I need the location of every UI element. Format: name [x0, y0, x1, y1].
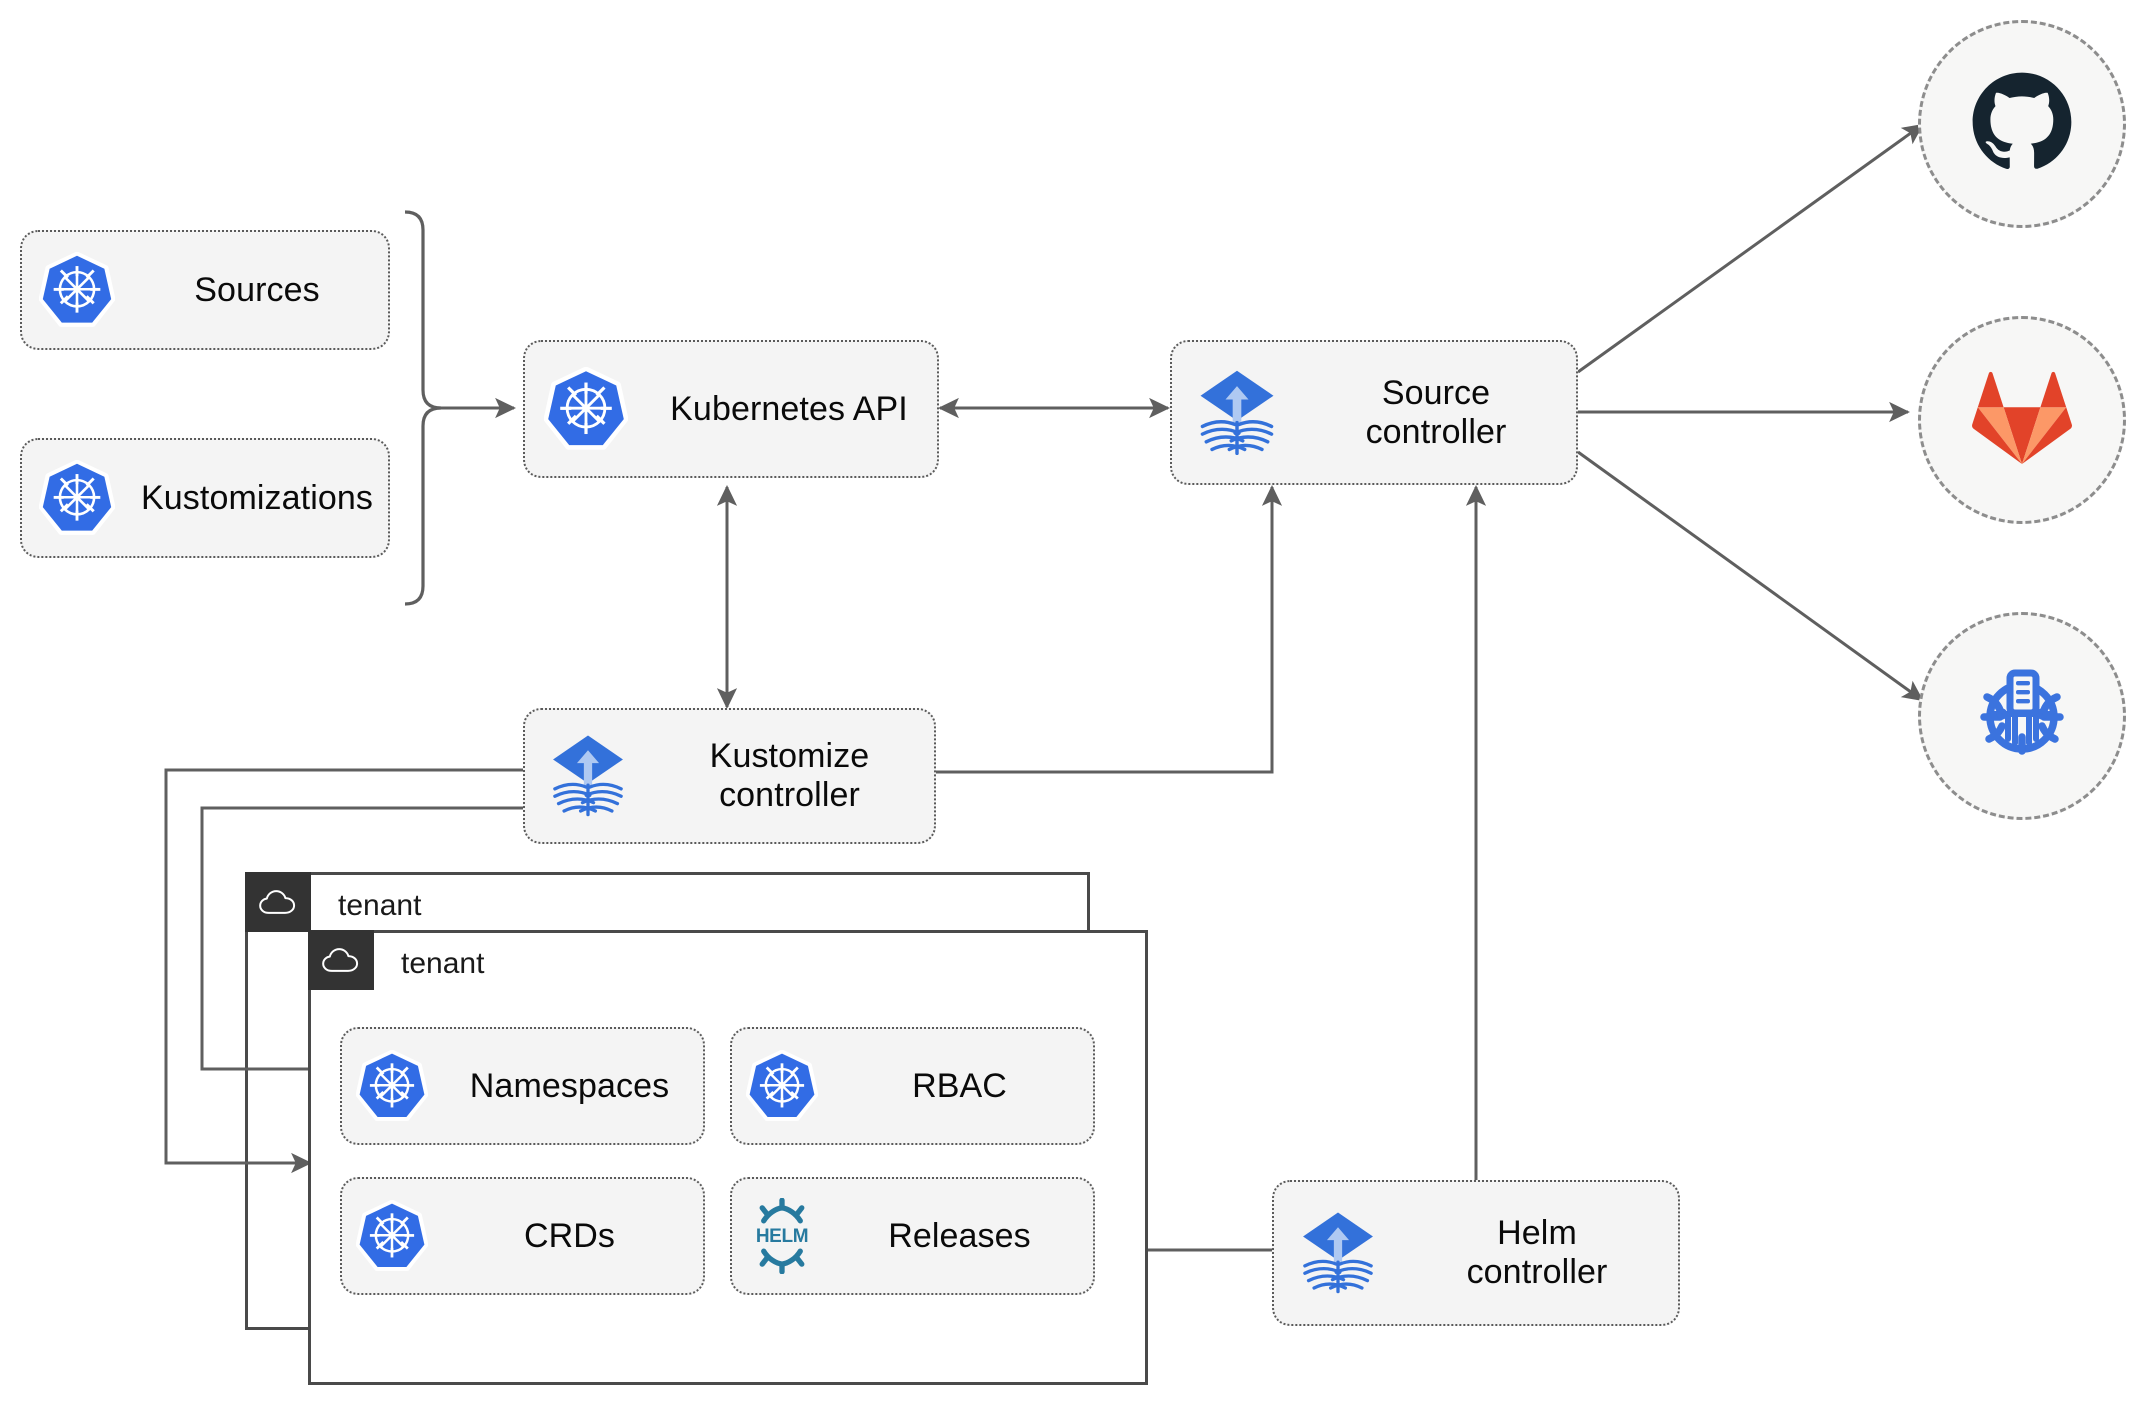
kubernetes-icon	[342, 1050, 442, 1122]
github-icon	[1970, 70, 2074, 179]
helm-repository-icon	[1967, 659, 2077, 774]
provider-gitlab[interactable]	[1918, 316, 2126, 524]
flux-icon	[1172, 365, 1302, 461]
cloud-icon	[245, 872, 311, 932]
tenant-resource-namespaces[interactable]: Namespaces	[340, 1027, 705, 1145]
provider-github[interactable]	[1918, 20, 2126, 228]
resource-node-sources[interactable]: Sources	[20, 230, 390, 350]
helm-controller-label: Helm controller	[1466, 1214, 1608, 1291]
kubernetes-icon	[22, 460, 132, 536]
tenant-resource-label-releases: Releases	[888, 1216, 1031, 1255]
kubernetes-icon	[342, 1200, 442, 1272]
kubernetes-api-node[interactable]: Kubernetes API	[523, 340, 939, 478]
flux-icon	[525, 730, 651, 822]
tenant-resource-crds[interactable]: CRDs	[340, 1177, 705, 1295]
tenant-label-back: tenant	[338, 889, 422, 922]
tenant-container-front[interactable]: tenant	[308, 930, 1148, 1385]
kustomize-controller-label: Kustomize controller	[709, 737, 870, 814]
gitlab-icon	[1970, 369, 2074, 472]
tenant-resource-releases[interactable]: HELM Releases	[730, 1177, 1095, 1295]
resource-label-kustomizations: Kustomizations	[141, 478, 373, 517]
kustomize-controller-node[interactable]: Kustomize controller	[523, 708, 936, 844]
cloud-icon	[308, 930, 374, 990]
tenant-resource-label-rbac: RBAC	[912, 1066, 1007, 1105]
resource-node-kustomizations[interactable]: Kustomizations	[20, 438, 390, 558]
helm-controller-node[interactable]: Helm controller	[1272, 1180, 1680, 1326]
tenant-label-front: tenant	[401, 947, 485, 980]
source-controller-label: Source controller	[1365, 373, 1507, 451]
svg-text:HELM: HELM	[756, 1226, 808, 1247]
kubernetes-icon	[525, 367, 647, 451]
kubernetes-api-label: Kubernetes API	[670, 389, 908, 428]
resource-label-sources: Sources	[194, 270, 320, 309]
helm-icon: HELM	[732, 1198, 832, 1274]
provider-helm-repository[interactable]	[1918, 612, 2126, 820]
tenant-resource-rbac[interactable]: RBAC	[730, 1027, 1095, 1145]
tenant-resource-label-namespaces: Namespaces	[469, 1066, 670, 1105]
kubernetes-icon	[732, 1050, 832, 1122]
tenant-resource-label-crds: CRDs	[523, 1216, 616, 1255]
source-controller-node[interactable]: Source controller	[1170, 340, 1578, 485]
kubernetes-icon	[22, 252, 132, 328]
flux-icon	[1274, 1207, 1402, 1299]
